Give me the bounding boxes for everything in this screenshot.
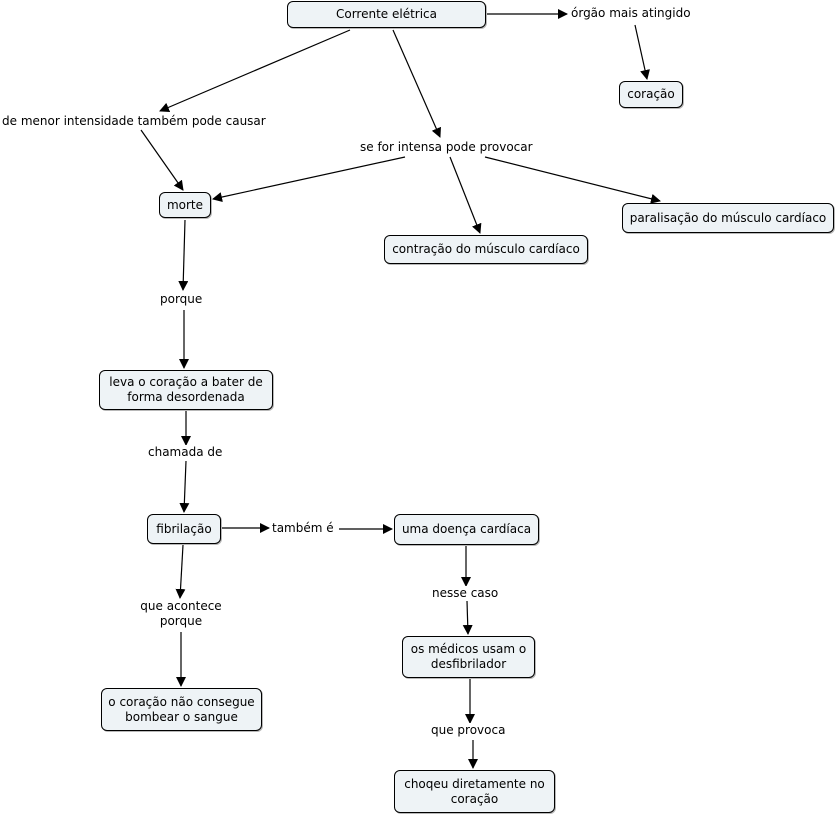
- node-contracao-musculo[interactable]: contração do músculo cardíaco: [384, 235, 588, 264]
- line-intensa-to-morte: [212, 156, 406, 202]
- line-fibrilacao-to-acontece: [175, 544, 186, 599]
- node-choqeu-coracao[interactable]: choqeu diretamente no coração: [394, 770, 555, 813]
- node-coracao[interactable]: coração: [619, 81, 683, 108]
- node-medicos-desfibrilador[interactable]: os médicos usam o desfibrilador: [402, 636, 535, 678]
- line-corrente-to-intensa: [392, 29, 441, 138]
- line-corrente-to-menor: [159, 29, 351, 113]
- label-nesse-caso: nesse caso: [432, 586, 499, 601]
- label-chamada-de: chamada de: [148, 445, 223, 460]
- label-menor-intensidade: de menor intensidade também pode causar: [2, 114, 266, 129]
- node-corrente-eletrica[interactable]: Corrente elétrica: [287, 1, 486, 28]
- line-morte-to-porque: [178, 219, 189, 291]
- node-fibrilacao[interactable]: fibrilação: [147, 514, 221, 544]
- node-paralisacao-musculo[interactable]: paralisação do músculo cardíaco: [622, 203, 834, 233]
- line-orgao-to-coracao: [634, 24, 650, 80]
- label-que-acontece-porque: que acontece porque: [136, 599, 226, 629]
- label-orgao-mais-atingido: órgão mais atingido: [571, 6, 691, 21]
- line-intensa-to-paralisacao: [484, 156, 661, 204]
- node-leva-coracao[interactable]: leva o coração a bater de forma desorden…: [99, 370, 273, 410]
- label-intensa-provocar: se for intensa pode provocar: [360, 140, 533, 155]
- label-que-provoca: que provoca: [431, 723, 506, 738]
- label-tambem-e: também é: [272, 521, 334, 536]
- line-chamada-to-fibrilacao: [179, 460, 190, 513]
- label-porque: porque: [160, 292, 203, 307]
- node-coracao-nao-consegue[interactable]: o coração não consegue bombear o sangue: [101, 688, 262, 731]
- line-nesse-to-medicos: [462, 600, 473, 635]
- node-doenca-cardiaca[interactable]: uma doença cardíaca: [394, 514, 539, 545]
- line-menor-to-morte: [140, 129, 184, 191]
- line-intensa-to-contracao: [449, 156, 482, 234]
- node-morte[interactable]: morte: [159, 192, 211, 218]
